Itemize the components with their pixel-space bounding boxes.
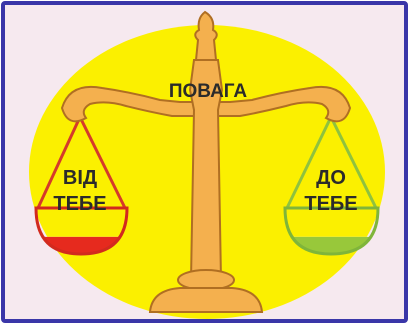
scale-base xyxy=(150,288,262,312)
title-label: ПОВАГА xyxy=(169,81,248,102)
right-pan-label-line1: ДО xyxy=(316,167,346,189)
right-pan-label-line2: ТЕБЕ xyxy=(304,193,357,215)
left-pan-label-line2: ТЕБЕ xyxy=(53,193,106,215)
left-pan-label-line1: ВІД xyxy=(63,167,97,189)
